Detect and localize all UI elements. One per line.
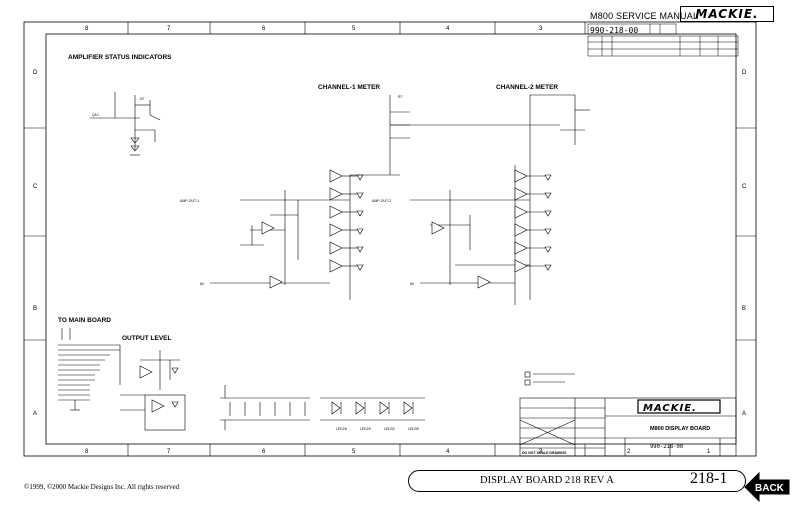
svg-text:AMP-OUT-2: AMP-OUT-2 [372, 199, 391, 203]
title-block-board-title: M800 DISPLAY BOARD [650, 426, 710, 432]
col-label-7: 7 [167, 26, 171, 32]
copyright-notice: ©1999, ©2000 Mackie Designs Inc. All rig… [24, 483, 180, 491]
svg-text:AMP-OUT-1: AMP-OUT-1 [180, 199, 199, 203]
footer-title-box [408, 470, 746, 492]
manual-title: M800 SERVICE MANUAL [590, 11, 699, 21]
col-label-4: 4 [446, 26, 450, 32]
row-label-d-right: D [742, 70, 747, 76]
svg-text:LED29: LED29 [360, 427, 371, 431]
row-label-d: D [33, 70, 38, 76]
col-label-2-bottom: 2 [627, 449, 631, 455]
col-label-7-bottom: 7 [167, 449, 171, 455]
col-label-5: 5 [352, 26, 356, 32]
title-block-logo: MACKIE. [643, 403, 697, 414]
row-label-b-right: B [742, 306, 746, 312]
col-label-3: 3 [539, 26, 543, 32]
schematic-drawing: 8 7 6 5 4 3 8 7 6 5 4 3 2 1 D C B A D C … [23, 21, 757, 457]
col-label-8: 8 [85, 26, 89, 32]
row-label-b: B [33, 306, 37, 312]
col-label-4-bottom: 4 [446, 449, 450, 455]
svg-text:LED32: LED32 [384, 427, 395, 431]
col-label-1-bottom: 1 [707, 449, 711, 455]
footer-page-number: 218-1 [690, 470, 728, 487]
row-label-a-right: A [742, 411, 746, 417]
col-label-6: 6 [262, 26, 266, 32]
row-label-c: C [33, 184, 38, 190]
section-channel-1-meter: CHANNEL-1 METER [318, 84, 380, 91]
back-button[interactable] [744, 472, 790, 502]
col-label-6-bottom: 6 [262, 449, 266, 455]
section-to-main-board: TO MAIN BOARD [58, 317, 111, 324]
row-label-c-right: C [742, 184, 747, 190]
svg-text:LED35: LED35 [408, 427, 419, 431]
title-block-drawing-number: 990-218-00 [650, 444, 683, 450]
title-block-note: DO NOT SCALE DRAWING [522, 451, 567, 455]
row-label-a: A [33, 411, 37, 417]
col-label-8-bottom: 8 [85, 449, 89, 455]
section-amp-status: AMPLIFIER STATUS INDICATORS [68, 54, 172, 61]
section-output-level: OUTPUT LEVEL [122, 335, 172, 342]
svg-text:6V: 6V [200, 282, 205, 286]
svg-text:D7: D7 [140, 97, 145, 101]
mackie-logo: MACKIE. [680, 6, 774, 22]
section-channel-2-meter: CHANNEL-2 METER [496, 84, 558, 91]
back-arrow-icon [744, 472, 790, 502]
col-label-3-bottom: 3 [539, 449, 543, 455]
footer-page-title: DISPLAY BOARD 218 REV A [480, 475, 614, 486]
col-label-5-bottom: 5 [352, 449, 356, 455]
svg-text:LED26: LED26 [336, 427, 347, 431]
svg-text:R7: R7 [398, 95, 403, 99]
doc-number: 990-218-00 [590, 26, 639, 35]
svg-text:6V: 6V [410, 282, 415, 286]
svg-text:Q10: Q10 [92, 113, 99, 117]
